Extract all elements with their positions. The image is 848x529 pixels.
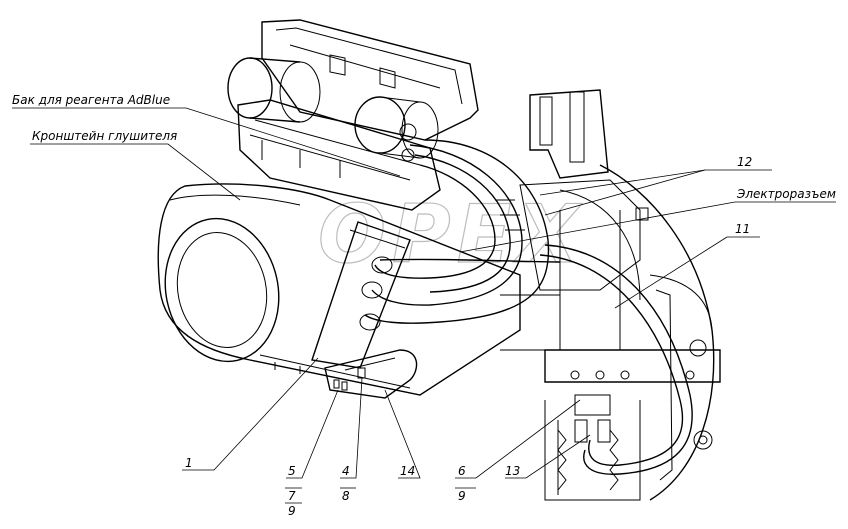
callout-4: 4 [342, 464, 350, 478]
label-electrical-connector: Электроразъем [736, 187, 836, 201]
callout-12: 12 [737, 155, 752, 169]
callout-1: 1 [185, 456, 193, 470]
chassis-frame [500, 89, 721, 501]
callout-14: 14 [400, 464, 415, 478]
label-adblue-tank: Бак для реагента AdBlue [12, 93, 170, 107]
callout-11: 11 [735, 222, 750, 236]
hose-lines [359, 139, 693, 475]
callout-8: 8 [342, 489, 350, 503]
muffler [157, 183, 521, 396]
tank-mount-bracket [237, 19, 479, 211]
callout-9-first: 9 [288, 504, 296, 518]
callout-6: 6 [458, 464, 466, 478]
label-muffler-bracket: Кронштейн глушителя [32, 129, 177, 143]
callout-5: 5 [288, 464, 296, 478]
callout-7: 7 [288, 489, 296, 503]
watermark: OPEX [318, 188, 585, 281]
callout-9-second: 9 [458, 489, 466, 503]
plate-part-1 [311, 221, 418, 399]
callout-13: 13 [505, 464, 520, 478]
leader-lines [12, 107, 836, 504]
adblue-tank [227, 57, 439, 162]
